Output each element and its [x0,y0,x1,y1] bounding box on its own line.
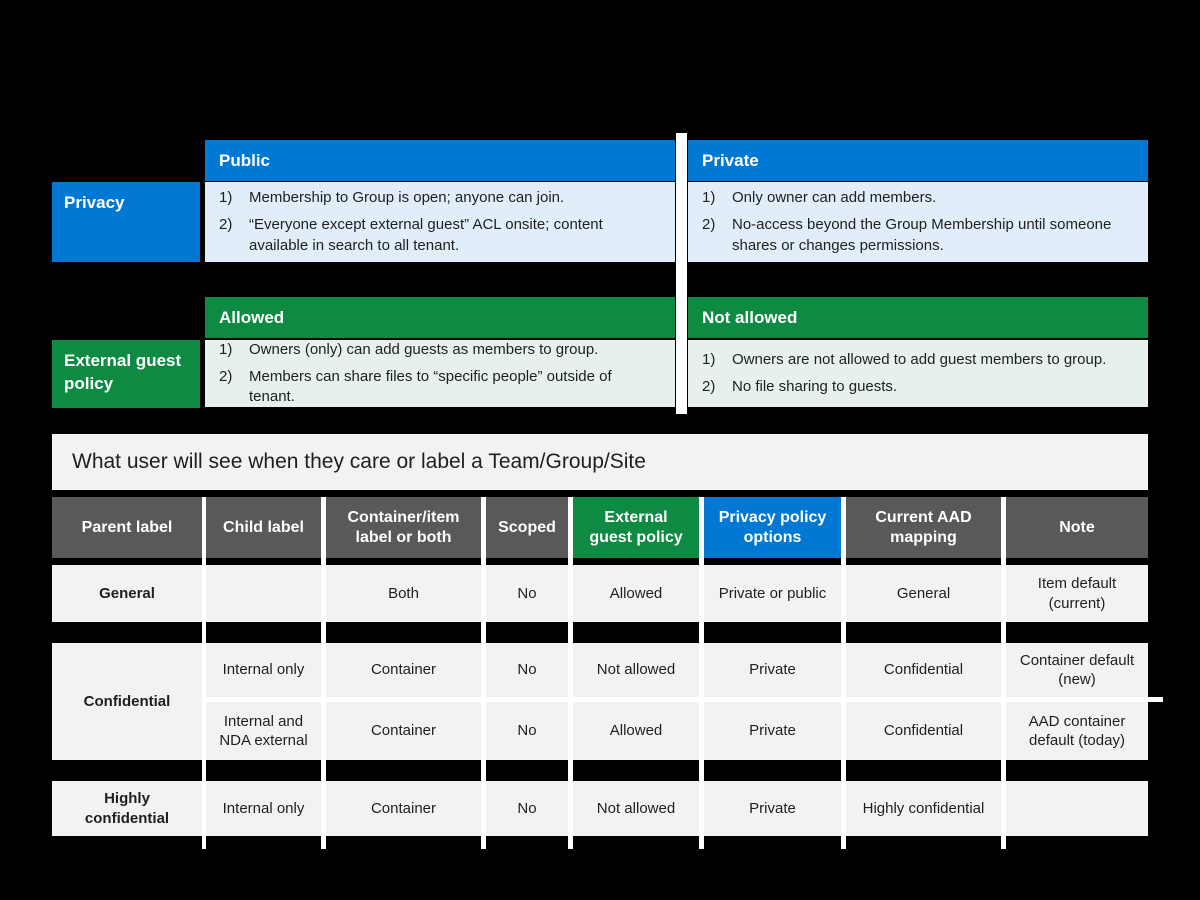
cell-child-label [206,565,321,622]
list-item-text: Owners are not allowed to add guest memb… [732,350,1107,368]
list-item-number: 1) [219,189,233,207]
cell-container-item: Container [326,702,481,760]
external-guest-policy-row-label: External guest policy [52,340,200,408]
not-allowed-policy-panel: 1) Owners are not allowed to add guest m… [688,340,1148,407]
cell-external-guest-policy: Allowed [573,565,699,622]
list-item-text: No-access beyond the Group Membership un… [732,216,1112,254]
cell-scoped: No [486,643,568,697]
list-item-number: 1) [702,350,716,368]
list-item-number: 2) [702,216,716,234]
cell-external-guest-policy: Allowed [573,702,699,760]
column-separator [568,497,573,849]
list-item-number: 1) [702,189,716,207]
cell-parent-label: Confidential [52,643,202,760]
col-header-current-aad-mapping: Current AAD mapping [846,497,1001,558]
cell-parent-label: General [52,565,202,622]
list-item-text: Members can share files to “specific peo… [249,367,612,406]
list-item: 1) Owners (only) can add guests as membe… [219,340,657,360]
col-header-privacy-policy-options: Privacy policy options [704,497,841,558]
cell-scoped: No [486,781,568,836]
cell-privacy-policy-options: Private or public [704,565,841,622]
allowed-column-header: Allowed [205,297,675,338]
cell-scoped: No [486,702,568,760]
list-item-text: Owners (only) can add guests as members … [249,340,599,358]
col-header-external-guest-policy: External guest policy [573,497,699,558]
cell-privacy-policy-options: Private [704,702,841,760]
cell-scoped: No [486,565,568,622]
private-column-header: Private [688,140,1148,181]
column-separator [202,497,206,849]
list-item: 2) No file sharing to guests. [702,377,1130,397]
cell-container-item: Container [326,643,481,697]
cell-container-item: Container [326,781,481,836]
cell-child-label: Internal only [206,781,321,836]
cell-current-aad-mapping: Confidential [846,643,1001,697]
list-item: 1) Only owner can add members. [702,188,1130,208]
col-header-note: Note [1006,497,1148,558]
cell-note: Container default (new) [1006,643,1148,697]
public-policy-panel: 1) Membership to Group is open; anyone c… [205,182,675,262]
cell-note: Item default (current) [1006,565,1148,622]
list-item: 2) Members can share files to “specific … [219,367,657,408]
col-header-container-item: Container/item label or both [326,497,481,558]
private-policy-panel: 1) Only owner can add members. 2) No-acc… [688,182,1148,262]
allowed-policy-panel: 1) Owners (only) can add guests as membe… [205,340,675,407]
confidential-group-row-separator [206,697,1163,702]
table-title: What user will see when they care or lab… [52,434,1148,490]
column-separator [481,497,486,849]
list-item: 2) No-access beyond the Group Membership… [702,215,1130,256]
column-separator [699,497,704,849]
col-header-child-label: Child label [206,497,321,558]
cell-child-label: Internal only [206,643,321,697]
list-item: 2) “Everyone except external guest” ACL … [219,215,657,256]
list-item-text: “Everyone except external guest” ACL ons… [249,216,603,254]
cell-note: AAD container default (today) [1006,702,1148,760]
cell-current-aad-mapping: General [846,565,1001,622]
cell-privacy-policy-options: Private [704,643,841,697]
cell-current-aad-mapping: Highly confidential [846,781,1001,836]
list-item-number: 2) [219,216,233,234]
list-item-text: Only owner can add members. [732,189,937,207]
public-column-header: Public [205,140,675,181]
cell-container-item: Both [326,565,481,622]
list-item-text: No file sharing to guests. [732,378,898,395]
list-item-number: 1) [219,340,233,358]
cell-external-guest-policy: Not allowed [573,781,699,836]
col-header-parent-label: Parent label [52,497,202,558]
list-item-number: 2) [702,378,716,395]
cell-child-label: Internal and NDA external [206,702,321,760]
col-header-scoped: Scoped [486,497,568,558]
cell-note [1006,781,1148,836]
column-separator [1001,497,1006,849]
privacy-row-label: Privacy [52,182,200,262]
cell-external-guest-policy: Not allowed [573,643,699,697]
list-item-number: 2) [219,367,233,385]
not-allowed-column-header: Not allowed [688,297,1148,338]
list-item: 1) Membership to Group is open; anyone c… [219,188,657,208]
cell-current-aad-mapping: Confidential [846,702,1001,760]
cell-parent-label: Highly confidential [52,781,202,836]
column-separator [321,497,326,849]
list-item: 1) Owners are not allowed to add guest m… [702,350,1130,370]
cell-privacy-policy-options: Private [704,781,841,836]
list-item-text: Membership to Group is open; anyone can … [249,189,565,207]
column-separator [841,497,846,849]
section-divider [676,133,687,414]
